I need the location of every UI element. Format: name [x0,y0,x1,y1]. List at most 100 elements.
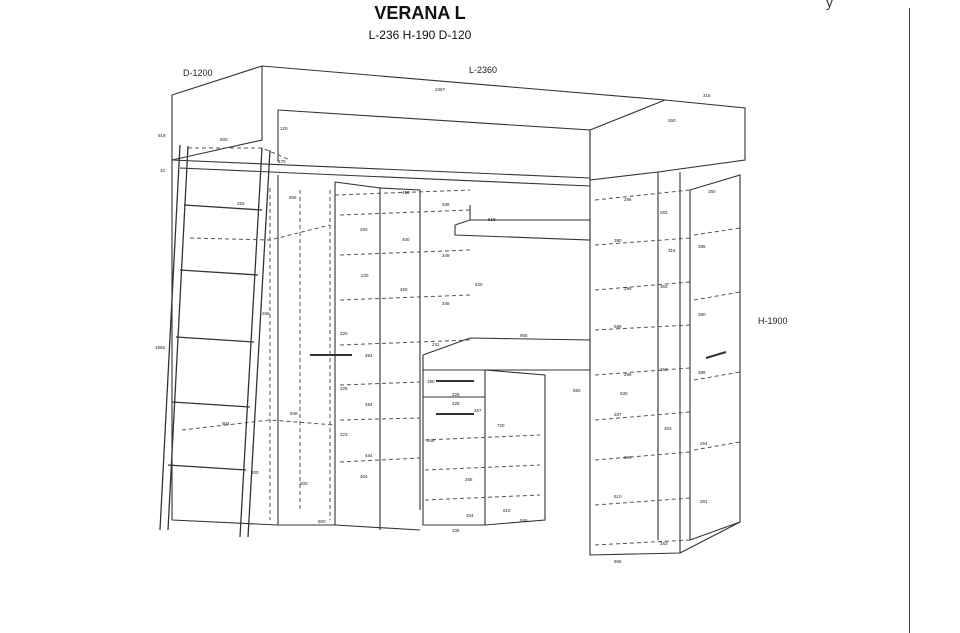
dimension-value: 380 [698,312,706,317]
dimension-value: 398 [698,370,706,375]
shelf-dashed [424,464,541,471]
cabinet-shelf [693,291,741,301]
depth-label: D-1200 [183,68,213,78]
bed-frame [171,65,746,556]
shelf-dashed [189,224,331,241]
dimension-value: 225 [340,386,348,391]
ladder-rail-right [239,147,263,538]
shelf-dashed [339,294,471,301]
dimension-value: 655 [289,195,297,200]
dimension-value: 904 [222,421,230,426]
dimension-value: 120 [280,126,288,131]
dimension-value: 281 [700,499,708,504]
side-cabinet [689,174,741,541]
dimension-value: 263 [660,210,668,215]
top-rail-front [171,159,591,179]
dimension-value: 334 [466,513,474,518]
ladder-rung [179,269,259,276]
dimension-value: 260 [668,118,676,123]
dimension-value: 900 [220,137,228,142]
dimension-value: 650 [573,388,581,393]
ladder-rung [175,336,255,343]
drawing-title: VERANA L [374,3,466,23]
dimension-value: 328 [452,392,460,397]
dimension-value: 223 [340,432,348,437]
ladder-rung [171,401,251,408]
ladder-rail-right-inner [247,149,271,538]
dimension-value: 450 [402,190,410,195]
shelf-dashed [339,209,471,216]
shelf-dashed [188,147,291,161]
shelf-dashed [339,381,421,386]
dimension-value: 230 [361,273,369,278]
ladder-rung [167,464,247,471]
dimension-value: 267 [474,408,482,413]
shelf-dashed [334,189,471,196]
internal-shelves [181,147,741,546]
dimension-value: 220 [340,331,348,336]
dimension-value: 720 [497,423,505,428]
dimension-value: 180 [427,379,435,384]
dimension-value: 170 [278,159,286,164]
dimension-value: 484 [365,453,373,458]
dimension-value: 250 [360,227,368,232]
bookcase-front-left [589,172,681,556]
dimension-value: 1866 [155,345,166,350]
bookcase-shelf [594,411,691,421]
dimension-value: 328 [452,401,460,406]
shelf-dashed [339,457,421,463]
dimension-value: 296 [624,372,632,377]
shelf-dashed [339,417,421,421]
dimension-value: 620 [475,282,483,287]
ladder-rail-left-inner [167,145,189,531]
dimension-value: 955 [614,559,622,564]
shelf-dashed [339,249,471,256]
floor-line-left [171,519,279,526]
dimension-value: 10 [160,168,166,173]
dimension-value: 244 [427,438,435,443]
wardrobe-door [277,175,336,526]
top-rail-front-inner [179,167,591,187]
dimension-value: 348 [442,301,450,306]
dimension-value: 800 [318,519,326,524]
dimension-value: 303 [664,426,672,431]
shelf-dashed [424,494,541,501]
dimension-value: 450 [400,287,408,292]
dimension-value: 363 [660,284,668,289]
bookcase-shelf [594,367,691,376]
bookcase-shelf [594,281,691,291]
dimension-value: 290 [624,455,632,460]
bookcase-top [589,99,746,181]
dimension-value: 318 [668,248,676,253]
bookcase-shelf [594,497,691,506]
dimension-value: 200 [251,470,259,475]
shelf-column [379,187,421,510]
dimension-value: 588 [614,324,622,329]
ladder-rail-left [159,144,181,531]
dimension-value: 304 [360,474,368,479]
dimension-value: 250 [708,189,716,194]
floor-line-mid [334,524,421,531]
dimension-value: 263 [660,367,668,372]
desk-top [422,337,591,371]
dimension-value: 380 [614,238,622,243]
cabinet-shelf [693,441,741,451]
dimension-value: 948 [290,411,298,416]
dimension-value: 955 [520,333,528,338]
ladder [159,144,271,538]
dimension-value: 296 [624,286,632,291]
dimension-value: 555 [520,518,528,523]
ladder-rung [183,204,263,211]
dimension-value: 265 [262,311,270,316]
height-label: H-1900 [758,316,788,326]
dimension-value: 287 [614,412,622,417]
dimension-value: 398 [698,244,706,249]
bookcase-shelf [594,451,691,461]
dimension-value: 315 [703,93,711,98]
dimension-value: 518 [488,217,496,222]
bookcase-shelf [594,189,691,201]
cabinet-shelf [693,227,741,236]
dimension-value: 610 [614,494,622,499]
bookcase-shelf [594,324,691,331]
